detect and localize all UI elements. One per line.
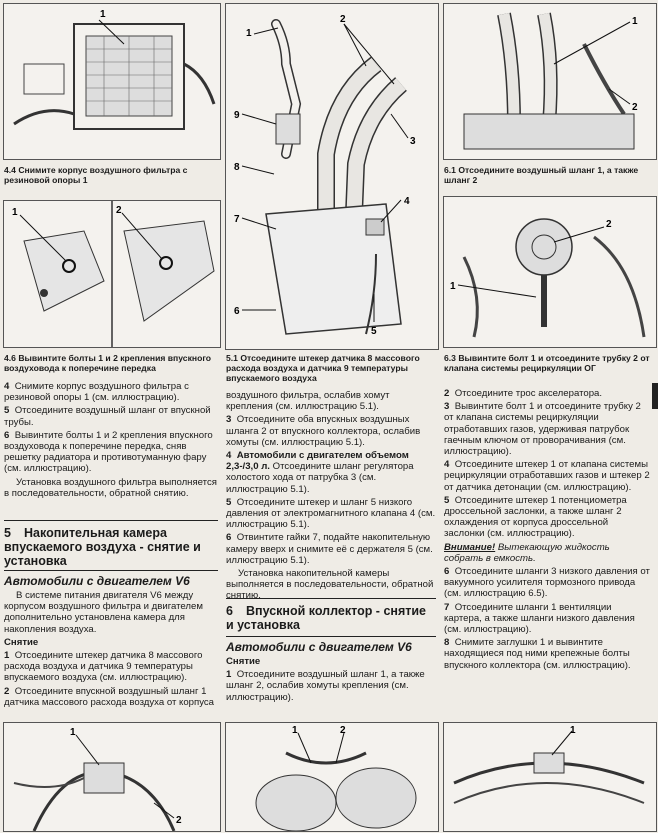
fig46-label-1: 1 <box>12 207 18 218</box>
section-6-step-6: 6 Отсоедините шланги 3 низкого давления … <box>444 566 650 600</box>
figure-6-1-drawing: 1 2 <box>463 12 638 150</box>
figure-bottom-2-drawing: 1 2 <box>255 725 417 831</box>
caption-6-1: 6.1 Отсоедините воздушный шланг 1, а так… <box>444 165 639 185</box>
figure-6-3: 1 2 <box>443 196 657 348</box>
section-5-removal-heading: Снятие <box>4 636 39 648</box>
section-6-subtitle: Автомобили с двигателем V6 <box>226 640 412 654</box>
col1-section-rule <box>4 520 218 521</box>
figure-bottom-3-drawing: 1 <box>453 725 645 804</box>
col1-step-5: 5 Отсоедините воздушный шланг от впускно… <box>4 405 211 428</box>
figb1-label-2: 2 <box>176 815 182 826</box>
figure-5-1-drawing: 1 2 3 4 5 6 7 8 9 <box>234 14 416 337</box>
figure-4-4: 1 <box>3 3 221 160</box>
fig46-label-2: 2 <box>116 205 122 216</box>
caption-6-3: 6.3 Вывинтите болт 1 и отсоедините трубк… <box>444 353 650 373</box>
figure-6-3-drawing: 1 2 <box>450 218 646 338</box>
col2-section-rule <box>226 598 436 599</box>
warning-note: Внимание! Вытекающую жидкость собрать в … <box>444 541 610 564</box>
figure-bottom-2: 1 2 <box>225 722 439 832</box>
section-5-step-5: 5 Отсоедините штекер и шланг 5 низкого д… <box>226 496 436 531</box>
col2-section6-text: Снятие 1 Отсоедините воздушный шланг 1, … <box>226 656 436 705</box>
col1-step-6: 6 Вывинтите болты 1 и 2 крепления впускн… <box>4 429 213 475</box>
section-5-step-3: 3 Отсоедините оба впускных воздушных шла… <box>226 414 421 448</box>
col1-text-block: 4 Снимите корпус воздушного фильтра с ре… <box>4 381 218 501</box>
section-6-step-4: 4 Отсоедините штекер 1 от клапана систем… <box>444 459 650 493</box>
section-5-step-4: 4 Автомобили с двигателем объемом 2,3-/3… <box>226 450 414 495</box>
col1-step-4: 4 Снимите корпус воздушного фильтра с ре… <box>4 381 189 404</box>
section-5-install-note: Установка накопительной камеры выполняет… <box>226 568 434 602</box>
fig61-label-1: 1 <box>632 16 638 27</box>
section-5-step-6: 6 Отвинтите гайки 7, подайте накопительн… <box>226 532 433 566</box>
fig63-label-2: 2 <box>606 219 612 230</box>
figb2-label-2: 2 <box>340 725 346 736</box>
col2-continuation: воздушного фильтра, ослабив хомут крепле… <box>226 390 390 413</box>
fig51-label-1: 1 <box>246 28 252 39</box>
figb1-label-1: 1 <box>70 727 76 738</box>
figure-bottom-1: 1 2 <box>3 722 221 832</box>
col1-install-note: Установка воздушного фильтра выполняется… <box>4 476 217 499</box>
fig63-label-1: 1 <box>450 281 456 292</box>
col1-subsection-rule <box>4 570 218 571</box>
section-6-step-3: 3 Вывинтите болт 1 и отсоедините трубку … <box>444 401 641 458</box>
figure-6-1: 1 2 <box>443 3 657 160</box>
section-6-step-7: 7 Отсоедините шланги 1 вентиляции картер… <box>444 601 635 636</box>
section-6-removal-heading: Снятие <box>226 656 261 667</box>
section-5-intro: В системе питания двигателя V6 между кор… <box>4 590 203 635</box>
figb2-label-1: 1 <box>292 725 298 736</box>
col3-text-block: 2 Отсоедините трос акселератора. 3 Вывин… <box>444 388 650 673</box>
fig51-label-7: 7 <box>234 214 240 225</box>
fig51-label-3: 3 <box>410 136 416 147</box>
fig61-label-2: 2 <box>632 102 638 113</box>
figure-4-6-drawing: 1 2 <box>12 201 215 347</box>
caption-4-4: 4.4 Снимите корпус воздушного фильтра с … <box>4 165 188 185</box>
caption-4-6: 4.6 Вывинтите болты 1 и 2 крепления впус… <box>4 353 212 373</box>
col2-text-block: воздушного фильтра, ослабив хомут крепле… <box>226 390 436 604</box>
section-6-step-5: 5 Отсоедините штекер 1 потенциометра дро… <box>444 494 627 540</box>
figure-bottom-3: 1 <box>443 722 657 832</box>
section-6-step-8: 8 Снимите заглушки 1 и вывинтите находящ… <box>444 637 631 671</box>
fig44-label-1: 1 <box>100 9 106 20</box>
section-5-step-1: 1 Отсоедините штекер датчика 8 массового… <box>4 650 203 684</box>
page-edge-tab <box>652 383 658 409</box>
figure-5-1: 1 2 3 4 5 6 7 8 9 <box>225 3 439 350</box>
figure-bottom-1-drawing: 1 2 <box>13 727 182 831</box>
col1-section5-text: В системе питания двигателя V6 между кор… <box>4 590 218 710</box>
section-6-step-2: 2 Отсоедините трос акселератора. <box>444 388 603 399</box>
section-6-step-1: 1 Отсоедините воздушный шланг 1, а также… <box>226 669 425 703</box>
fig51-label-9: 9 <box>234 110 240 121</box>
section-5-step-2: 2 Отсоедините впускной воздушный шланг 1… <box>4 685 215 708</box>
fig51-label-6: 6 <box>234 306 240 317</box>
section-5-subtitle: Автомобили с двигателем V6 <box>4 574 190 588</box>
figb3-label-1: 1 <box>570 725 576 736</box>
figure-4-4-drawing: 1 <box>13 9 216 130</box>
fig51-label-8: 8 <box>234 162 240 173</box>
col2-subsection-rule <box>226 636 436 637</box>
fig51-label-5: 5 <box>371 326 377 337</box>
fig51-label-2: 2 <box>340 14 346 25</box>
figure-4-6: 1 2 <box>3 200 221 348</box>
fig51-label-4: 4 <box>404 196 410 207</box>
caption-5-1: 5.1 Отсоедините штекер датчика 8 массово… <box>226 353 420 383</box>
